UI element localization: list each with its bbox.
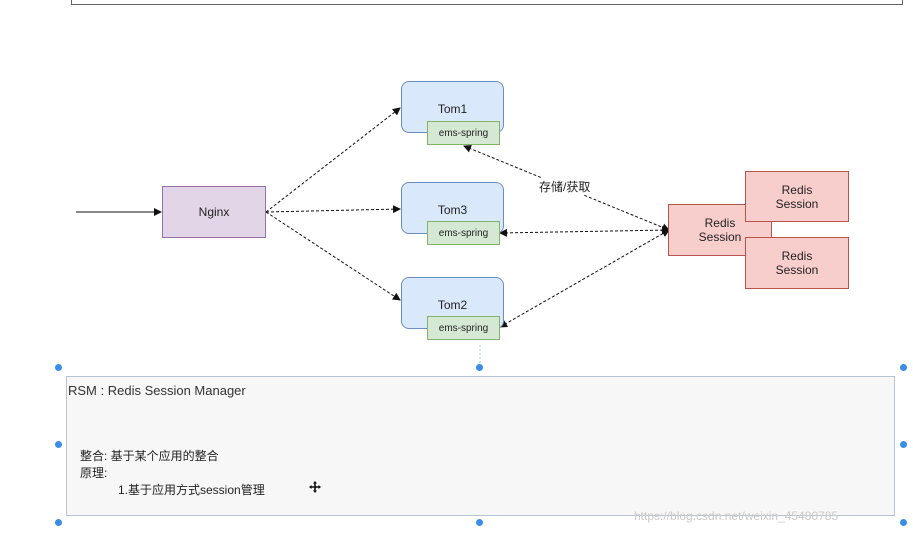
nginx-node[interactable]: Nginx [162,186,266,238]
redis-top-label: Redis Session [775,182,819,211]
rsm-title: RSM : Redis Session Manager [68,383,246,398]
selection-handle-tc[interactable] [476,364,483,371]
redis-main-label: Redis Session [698,216,742,244]
selection-handle-tr[interactable] [900,364,907,371]
nginx-tom3-edge [265,205,401,214]
tom2-label: Tom2 [437,298,468,312]
watermark: https://blog.csdn.net/weixin_45480785 [634,509,839,523]
tom1-label: Tom1 [437,102,468,116]
principle-line: 原理: [80,466,108,480]
selection-handle-mr[interactable] [900,441,907,448]
tom1-ems-spring[interactable]: ems-spring [427,121,500,145]
nginx-label: Nginx [198,205,230,219]
nginx-tom2-edge [265,211,401,301]
selection-handle-bc[interactable] [476,519,483,526]
session-management-line: 1.基于应用方式session管理 [118,483,265,497]
nginx-tom1-edge [265,107,401,213]
redis-bottom-label: Redis Session [775,249,819,277]
ems-label: ems-spring [438,127,489,139]
selection-handle-br[interactable] [900,519,907,526]
ems-label: ems-spring [438,227,489,239]
tom2-ems-spring[interactable]: ems-spring [427,316,500,340]
rsm-text-box[interactable] [66,376,895,516]
tom2-redis-edge [499,229,670,328]
tom3-ems-spring[interactable]: ems-spring [427,221,500,245]
redis-session-top[interactable]: Redis Session [745,171,849,222]
selection-handle-ml[interactable] [55,441,62,448]
store-fetch-label: 存储/获取 [538,178,592,195]
integration-line: 整合: 基于某个应用的整合 [80,449,219,463]
move-icon[interactable] [309,481,321,493]
selection-handle-bl[interactable] [55,519,62,526]
ems-label: ems-spring [438,322,489,334]
selection-handle-tl[interactable] [55,364,62,371]
tom3-redis-edge [499,226,670,237]
redis-session-bottom[interactable]: Redis Session [745,237,849,289]
top-frame [71,0,903,5]
tom3-label: Tom3 [437,203,468,217]
